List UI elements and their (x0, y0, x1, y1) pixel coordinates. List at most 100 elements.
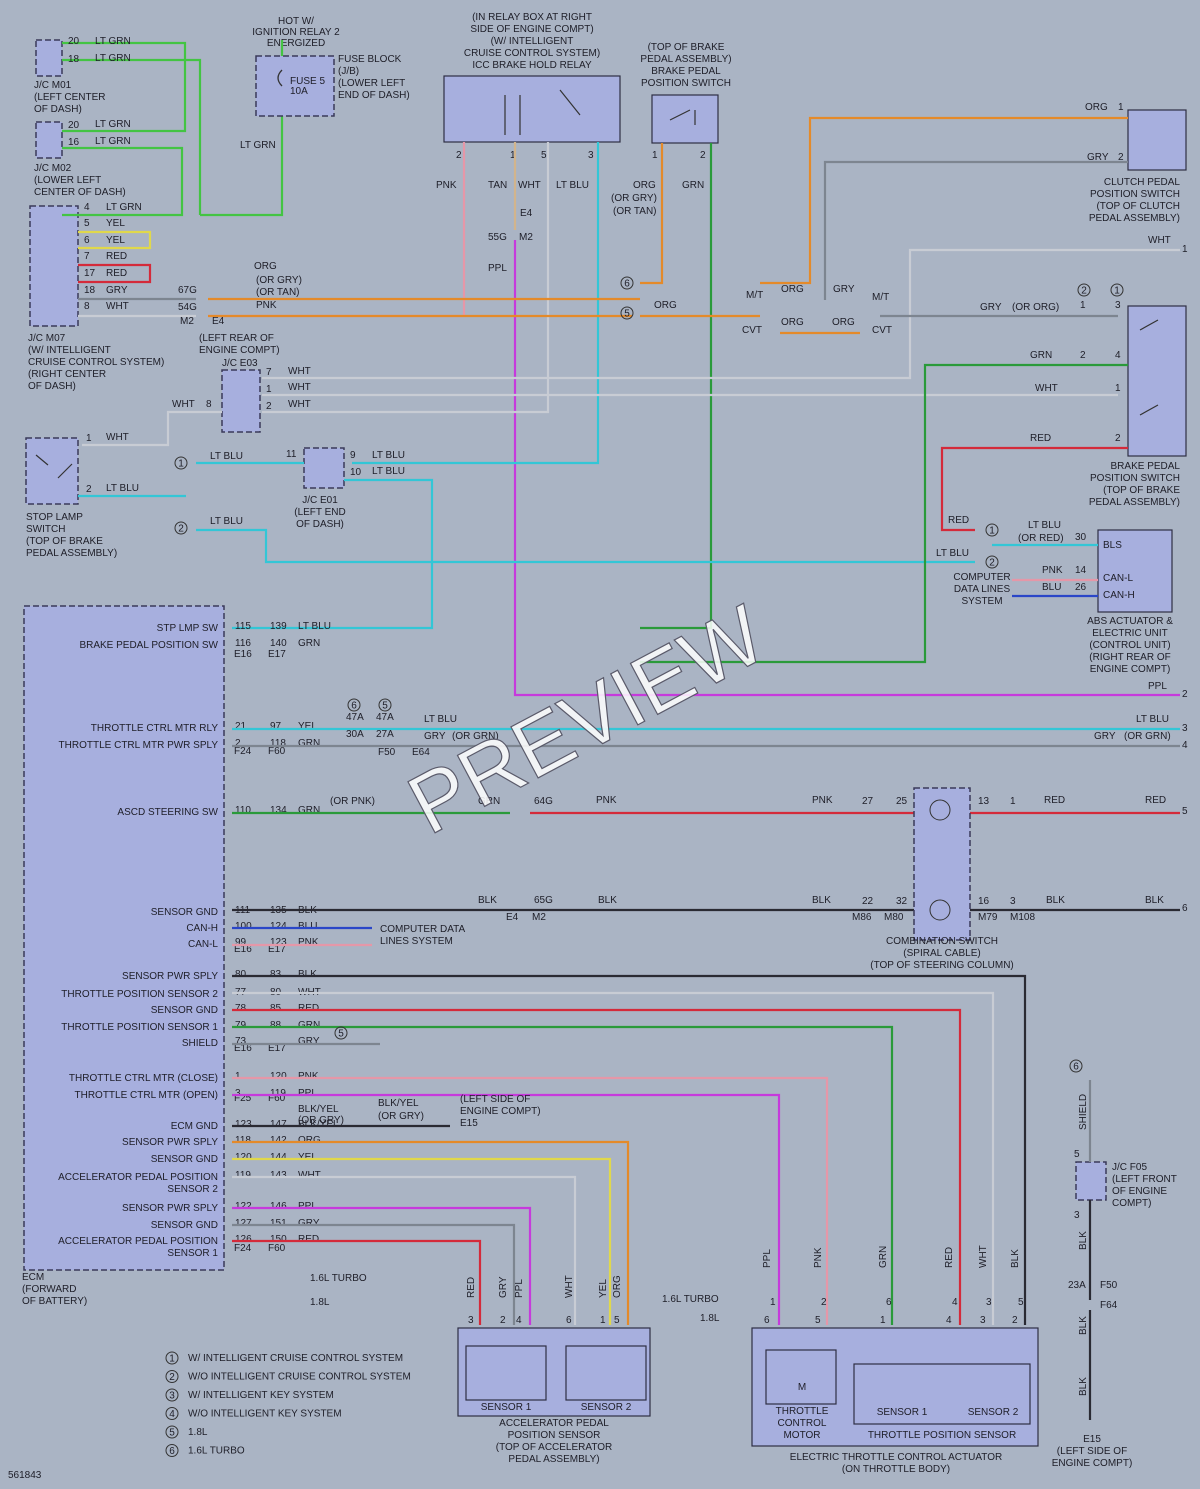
pin-number: 4 (84, 202, 90, 213)
label: 1 (600, 1315, 606, 1326)
label: ACCELERATOR PEDAL (499, 1418, 609, 1429)
connector: F50 (1100, 1280, 1118, 1291)
label: J/C E01 (302, 495, 338, 506)
label: (RIGHT CENTER (28, 369, 106, 380)
label: (TOP OF BRAKE (648, 42, 725, 53)
label: 3 (986, 1297, 992, 1308)
label: RED (1030, 433, 1051, 444)
option-marker (1069, 1059, 1083, 1073)
pin-number: 3 (588, 150, 594, 161)
ecm-pin-label: ECM GND (171, 1121, 218, 1132)
label: 2 (266, 401, 272, 412)
label: 5 (614, 1315, 620, 1326)
switch-symbol (35, 454, 73, 479)
wire-label: RED (106, 268, 127, 279)
connector: E4 (520, 208, 533, 219)
label: 30A (346, 729, 364, 740)
label: GRN (682, 180, 704, 191)
label: GRY (498, 1276, 509, 1298)
wire-label: BLK/YEL (298, 1119, 339, 1130)
label: 4 (516, 1315, 522, 1326)
pin-number: 150 (270, 1234, 287, 1245)
label: 2 (1012, 1315, 1018, 1326)
wire-m07-yel (78, 230, 152, 250)
label: CAN-H (1103, 590, 1135, 601)
label: THROTTLE POSITION SENSOR (868, 1430, 1016, 1441)
label: 3 (468, 1315, 474, 1326)
pin-number: 21 (235, 721, 247, 732)
pin-number: 143 (270, 1170, 287, 1181)
label: PEDAL ASSEMBLY) (508, 1454, 599, 1465)
ecm-pin-label: SENSOR GND (151, 1005, 218, 1016)
label: DATA LINES (954, 584, 1011, 595)
wire-label: YEL (106, 218, 125, 229)
wire-bsw-red (940, 446, 1128, 532)
pin-number: 88 (270, 1020, 282, 1031)
label: WHT (288, 366, 311, 377)
label: LINES SYSTEM (380, 936, 453, 947)
ecm-pin-label: SENSOR PWR SPLY (122, 1203, 218, 1214)
legend-text: 1.8L (188, 1427, 208, 1438)
label: CVT (872, 325, 892, 336)
wire-mtr-close (232, 1076, 829, 1325)
label: LT BLU (1136, 714, 1169, 725)
pin-number: 147 (270, 1119, 287, 1130)
label: (LOWER LEFT (34, 175, 101, 186)
label: (OR GRY) (611, 193, 657, 204)
label: (TOP OF BRAKE (1103, 485, 1180, 496)
label: (OR ORG) (1012, 302, 1059, 313)
label: 13 (978, 796, 990, 807)
pin-number: 134 (270, 805, 287, 816)
connector: E16 (234, 944, 252, 955)
label: J/C M02 (34, 163, 72, 174)
wire-e03-7 (262, 248, 1180, 380)
wire-relay-ppl (513, 240, 1180, 697)
label: 1.8L (310, 1297, 330, 1308)
label: STOP LAMP (26, 512, 83, 523)
wire-label: PPL (298, 1201, 317, 1212)
pin-number: 2 (456, 150, 462, 161)
ecm-pin-label: THROTTLE CTRL MTR RLY (91, 723, 219, 734)
pin-number: 144 (270, 1152, 287, 1163)
label: RED (1044, 795, 1065, 806)
pin-number: 1 (235, 1071, 241, 1082)
connector: E17 (268, 649, 286, 660)
wire-label: BLK (298, 969, 317, 980)
option-marker (165, 1351, 179, 1365)
label: MOTOR (783, 1430, 820, 1441)
label: 2 (1118, 152, 1124, 163)
wire-label: LT GRN (95, 136, 131, 147)
ecm-pin-label: STP LMP SW (157, 623, 219, 634)
wire-tgnd (232, 1008, 962, 1325)
jc-e01-box (303, 447, 345, 489)
label: (OR RED) (1018, 533, 1064, 544)
option-marker-number: 5 (624, 309, 630, 320)
label: SENSOR 1 (481, 1402, 532, 1413)
label: OF DASH) (28, 381, 76, 392)
label: 3 (1074, 1210, 1080, 1221)
wire-app-pwr2 (232, 1140, 630, 1325)
tps-box (853, 1363, 1031, 1425)
throttle-motor-box (765, 1349, 837, 1405)
label: CRUISE CONTROL SYSTEM) (28, 357, 164, 368)
spiral-cable-icon (929, 799, 951, 821)
label: WHT (978, 1245, 989, 1268)
ecm-pin-label: THROTTLE CTRL MTR (CLOSE) (69, 1073, 218, 1084)
option-marker-number: 2 (989, 558, 995, 569)
pin-number: 116 (235, 638, 251, 649)
label: 3 (1010, 896, 1016, 907)
option-marker-number: 6 (351, 701, 357, 712)
label: TAN (488, 180, 507, 191)
pin-number: 97 (270, 721, 282, 732)
label: (ON THROTTLE BODY) (842, 1464, 950, 1475)
wire-label: GRY (298, 1218, 320, 1229)
wire-app-gnd1 (232, 1223, 516, 1325)
label: LT BLU (106, 483, 139, 494)
wire-fuse-ltgrn (200, 98, 284, 217)
option-marker-number: 1 (989, 526, 995, 537)
pin-number: 146 (270, 1201, 287, 1212)
wire-label: GRN (298, 638, 320, 649)
label: ENGINE COMPT) (460, 1106, 541, 1117)
wire-app-pwr1 (232, 1206, 532, 1325)
option-marker (1110, 283, 1124, 297)
